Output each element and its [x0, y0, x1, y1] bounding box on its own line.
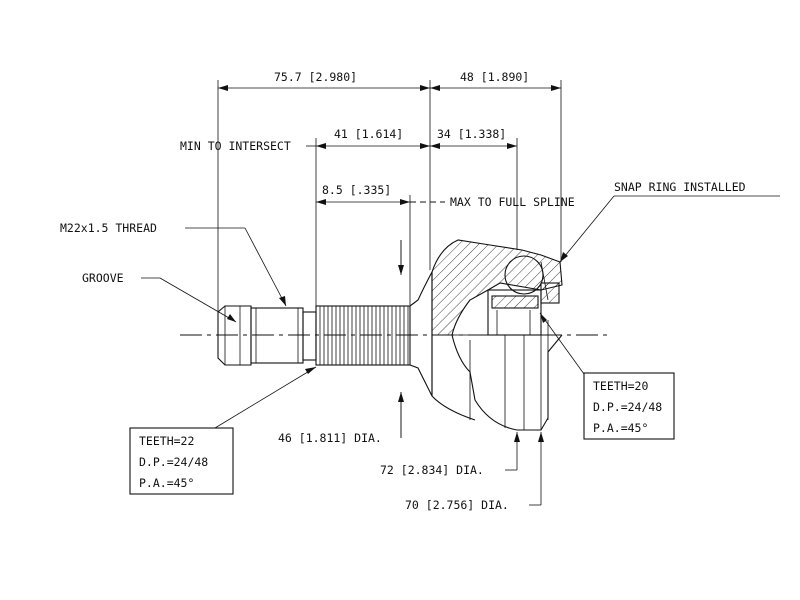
right-dp-text: D.P.=24/48: [593, 400, 662, 414]
left-dp-text: D.P.=24/48: [139, 455, 208, 469]
thread-callout: M22x1.5 THREAD: [60, 221, 287, 307]
shaft-neck: [409, 271, 433, 397]
right-spec-callout: TEETH=20 D.P.=24/48 P.A.=45°: [539, 312, 675, 440]
dimension-spline-offset: 8.5 [.335] MAX TO FULL SPLINE: [316, 183, 575, 209]
groove-callout: GROOVE: [82, 271, 237, 323]
dim-bell-length-text: 48 [1.890]: [460, 70, 529, 84]
snap-ring-callout: SNAP RING INSTALLED: [559, 180, 780, 263]
right-teeth-text: TEETH=20: [593, 379, 648, 393]
left-spec-callout: TEETH=22 D.P.=24/48 P.A.=45°: [129, 366, 317, 495]
min-to-intersect-label: MIN TO INTERSECT: [180, 139, 291, 153]
shaft-collar: [302, 311, 317, 361]
inner-race: [487, 289, 542, 336]
splined-shaft: [315, 305, 411, 366]
dim-outer-dia-text: 72 [2.834] DIA.: [380, 463, 484, 477]
dimension-seal-dia: 70 [2.756] DIA.: [405, 432, 544, 512]
right-pa-text: P.A.=45°: [593, 421, 648, 435]
dimension-shaft-dia: 46 [1.811] DIA.: [278, 240, 404, 445]
dimension-bell-depth: 34 [1.338]: [430, 127, 517, 149]
dim-bell-depth-text: 34 [1.338]: [437, 127, 506, 141]
dim-seal-dia-text: 70 [2.756] DIA.: [405, 498, 509, 512]
dimension-bell-length: 48 [1.890]: [430, 70, 561, 91]
left-teeth-text: TEETH=22: [139, 434, 194, 448]
dimension-overall-length: 75.7 [2.980]: [218, 70, 430, 91]
dim-shaft-length-text: 41 [1.614]: [334, 127, 403, 141]
extension-lines: [217, 80, 562, 505]
dim-spline-offset-text: 8.5 [.335]: [322, 183, 391, 197]
snap-ring-label: SNAP RING INSTALLED: [614, 180, 746, 194]
snap-ring: [540, 282, 560, 304]
groove-label: GROOVE: [82, 271, 124, 285]
dimension-shaft-length: MIN TO INTERSECT 41 [1.614]: [180, 127, 430, 153]
dimension-outer-dia: 72 [2.834] DIA.: [380, 432, 520, 477]
thread-label: M22x1.5 THREAD: [60, 221, 157, 235]
dim-shaft-dia-text: 46 [1.811] DIA.: [278, 431, 382, 445]
dim-overall-length-text: 75.7 [2.980]: [274, 70, 357, 84]
outer-bell-housing: [431, 239, 563, 431]
left-pa-text: P.A.=45°: [139, 476, 194, 490]
max-to-full-spline-label: MAX TO FULL SPLINE: [450, 195, 575, 209]
